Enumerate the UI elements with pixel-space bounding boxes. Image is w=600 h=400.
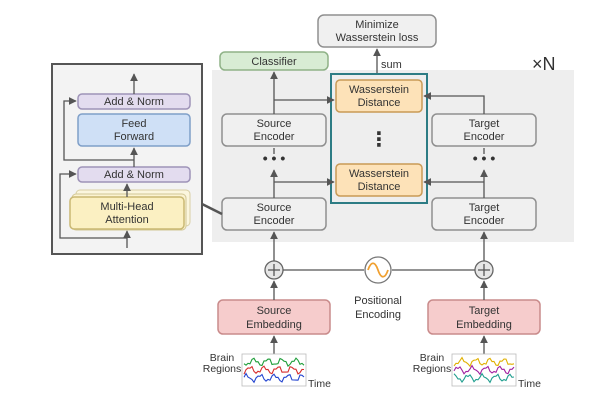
repeat-n-label: ×N — [532, 54, 556, 74]
residual-mha-arrow — [59, 170, 127, 239]
target-encoder-top-line2: Encoder — [464, 131, 505, 143]
wasserstein-distance-bottom-box — [335, 163, 423, 197]
minimize-loss-line1: Minimize — [355, 19, 398, 31]
minimize-loss-box — [317, 14, 437, 48]
source-encoder-bottom-line2: Encoder — [254, 215, 295, 227]
source-signal-traces — [243, 357, 305, 384]
wasserstein-distance-top-box — [335, 79, 423, 113]
target-signal-traces — [453, 356, 515, 384]
signal-trace — [243, 365, 305, 375]
classifier-label: Classifier — [251, 56, 297, 68]
source-brain-label-line1: Brain — [210, 352, 235, 364]
signal-trace — [453, 372, 515, 384]
signal-trace — [243, 372, 305, 384]
classifier-box — [219, 51, 329, 71]
target-top-to-wd-arrow — [423, 92, 485, 114]
source-embedding-line1: Source — [257, 305, 292, 317]
source-time-label: Time — [308, 378, 331, 390]
target-encoder-bottom-line1: Target — [469, 202, 500, 214]
feed-forward-box — [77, 113, 191, 147]
source-embedding-line2: Embedding — [246, 319, 302, 331]
feed-forward-line1: Feed — [121, 118, 146, 130]
target-embedding-line1: Target — [469, 305, 500, 317]
positional-line2: Encoding — [355, 309, 401, 321]
target-encoder-bottom-line2: Encoder — [464, 215, 505, 227]
signal-trace — [453, 356, 515, 368]
sum-label: sum — [381, 59, 402, 71]
add-norm-top-label: Add & Norm — [104, 96, 164, 108]
zoom-connector-line — [201, 202, 223, 216]
wasserstein-top-line1: Wasserstein — [349, 84, 409, 96]
source-encoder-top-line1: Source — [257, 118, 292, 130]
minimize-loss-line2: Wasserstein loss — [336, 32, 419, 44]
target-brain-label-line2: Regions — [413, 363, 452, 375]
wasserstein-vertical-ellipsis: ⋮ — [369, 129, 389, 151]
source-encoder-bottom-line1: Source — [257, 202, 292, 214]
wasserstein-bottom-line2: Distance — [358, 181, 401, 193]
target-encoder-top-line1: Target — [469, 118, 500, 130]
mha-line1: Multi-Head — [100, 201, 153, 213]
wasserstein-top-line2: Distance — [358, 97, 401, 109]
positional-line1: Positional — [354, 295, 402, 307]
residual-ff-arrow — [63, 97, 134, 161]
signal-trace — [243, 357, 305, 367]
target-time-label: Time — [518, 378, 541, 390]
source-brain-label-line2: Regions — [203, 363, 242, 375]
add-norm-bottom-label: Add & Norm — [104, 169, 164, 181]
target-ellipsis: • • • — [473, 150, 496, 166]
mha-line2: Attention — [105, 214, 148, 226]
wasserstein-frame — [330, 73, 428, 204]
target-embedding-line2: Embedding — [456, 319, 512, 331]
sine-wave-icon — [367, 262, 389, 278]
signal-trace — [453, 364, 515, 376]
target-brain-label-line1: Brain — [420, 352, 445, 364]
source-encoder-top-line2: Encoder — [254, 131, 295, 143]
feed-forward-line2: Forward — [114, 131, 154, 143]
wasserstein-bottom-line1: Wasserstein — [349, 168, 409, 180]
source-ellipsis: • • • — [263, 150, 286, 166]
